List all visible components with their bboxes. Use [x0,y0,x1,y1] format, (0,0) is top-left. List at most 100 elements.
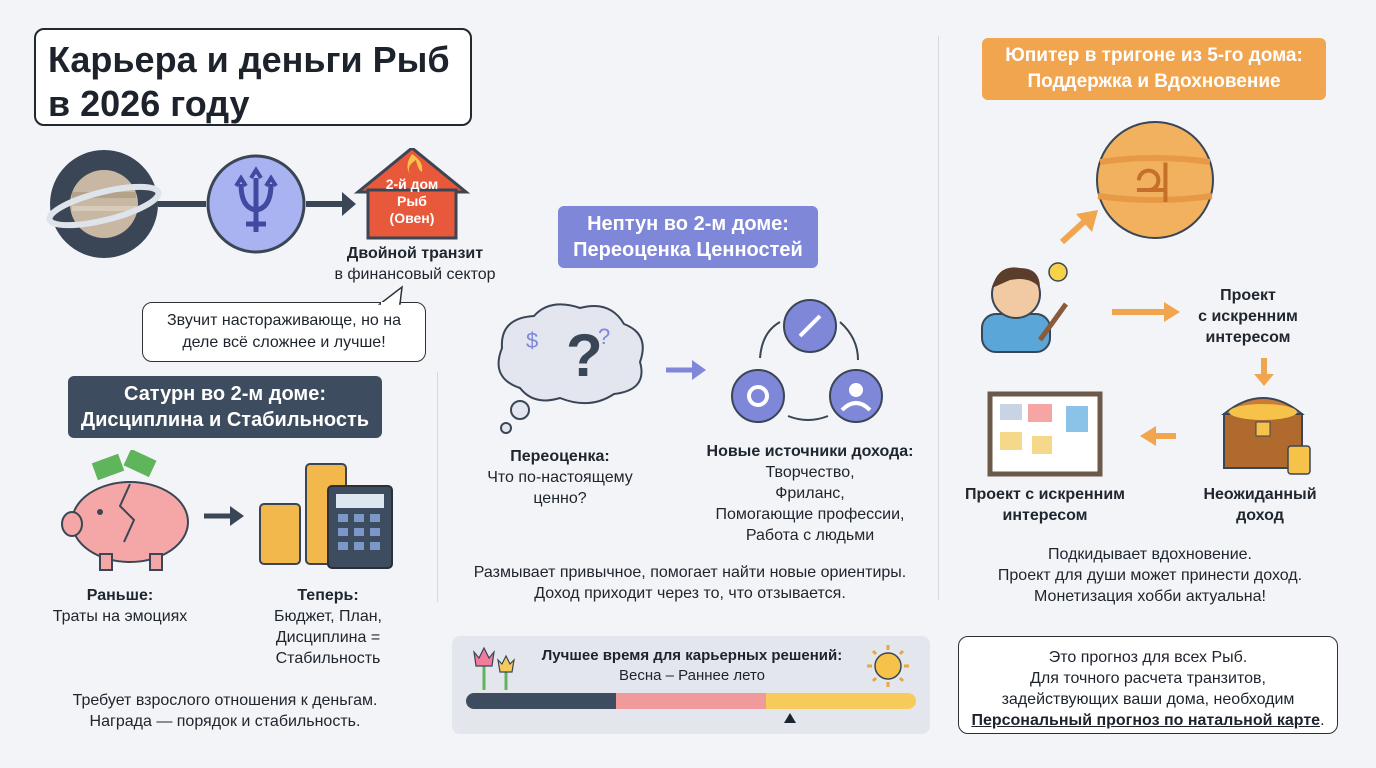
timing-bar-summer [766,693,916,709]
arrow-down-icon [1254,358,1274,386]
saturn-now-line: Бюджет, План, [273,608,382,625]
neptune-sources-title: Новые источники дохода: [706,443,914,460]
piggy-bank-icon [61,450,189,571]
house-label-line: (Овен) [389,210,435,226]
project-board-icon [987,391,1103,477]
divider-left [437,372,438,602]
saturn-now-line: Дисциплина = [275,629,381,646]
timing-bar-spring [616,693,766,709]
svg-text:♃: ♃ [1128,152,1176,215]
neptune-sources: Новые источники дохода: Творчество, Фрил… [690,441,930,546]
neptune-icon [206,154,306,254]
transit-illustration [46,148,471,258]
bubble-line: деле всё сложнее и лучше! [182,334,386,351]
neptune-illustration: ? $ ? [497,299,883,434]
calculator-icon [327,485,393,569]
neptune-summary: Размывает привычное, помогает найти новы… [440,562,940,604]
neptune-source-item: Фриланс, [775,485,845,502]
disclaimer-line: задействующих ваши дома, необходим [1001,691,1295,708]
saturn-now: Теперь: Бюджет, План, Дисциплина = Стаби… [240,585,416,669]
neptune-summary-line: Доход приходит через то, что отзывается. [534,585,846,602]
saturn-illustration [61,450,393,571]
jupiter-heading-line: Поддержка и Вдохновение [1027,71,1281,92]
disclaimer-end: . [1320,712,1325,729]
arrow-left-icon [1140,426,1176,446]
jupiter-project-left-line: интересом [1002,507,1088,524]
jupiter-summary-line: Проект для души может принести доход. [997,567,1303,584]
saturn-heading-line: Дисциплина и Стабильность [80,409,370,431]
neptune-heading-line: Нептун во 2-м доме: [587,213,789,235]
neptune-reeval-line: Что по-настоящему [487,469,633,486]
jupiter-summary: Подкидывает вдохновение. Проект для души… [960,544,1340,607]
jupiter-summary-line: Монетизация хобби актуальна! [1034,588,1266,605]
house-label: 2-й дом Рыб (Овен) [358,176,466,227]
saturn-now-line: Стабильность [275,650,381,667]
natal-forecast-link[interactable]: Персональный прогноз по натальной карте [971,712,1321,729]
timing-value: Весна – Раннее лето [618,667,766,684]
income-cycle-icon [731,299,883,423]
timing-marker [784,713,796,723]
svg-text:?: ? [566,322,603,389]
transit-caption-bold: Двойной транзит [346,245,484,262]
divider-right [938,36,939,600]
jupiter-income-line: Неожиданный [1203,486,1317,503]
transit-caption: Двойной транзит в финансовый сектор [300,243,530,285]
saturn-summary-line: Требует взрослого отношения к деньгам. [72,692,378,709]
transit-caption-text: в финансовый сектор [334,266,496,283]
jupiter-illustration: ♃ [981,121,1311,477]
svg-text:$: $ [526,328,538,353]
arrow-right-icon [666,360,706,380]
neptune-reeval-line: ценно? [533,490,587,507]
treasure-chest-icon [1221,397,1311,475]
saturn-icon [46,150,162,258]
jupiter-summary-line: Подкидывает вдохновение. [1048,546,1252,563]
person-painter-icon [981,262,1069,353]
tulips-icon [473,646,515,690]
saturn-before: Раньше: Траты на эмоциях [30,585,210,627]
speech-bubble: Звучит настораживающе, но на деле всё сл… [142,302,426,362]
sun-icon [867,645,909,687]
bubble-line: Звучит настораживающе, но на [167,312,401,329]
neptune-source-item: Творчество, [765,464,855,481]
house-label-line: 2-й дом [385,176,439,192]
title-line-2: в 2026 году [48,83,250,124]
disclaimer-line: Это прогноз для всех Рыб. [1048,649,1248,666]
arrow-right-icon [1112,302,1180,322]
neptune-heading: Нептун во 2-м доме: Переоценка Ценностей [558,206,818,268]
jupiter-project-right-line: с искренним [1198,308,1298,325]
jupiter-project-right-line: интересом [1205,329,1291,346]
title-line-1: Карьера и деньги Рыб [48,39,450,80]
jupiter-icon: ♃ [1096,121,1214,239]
svg-text:?: ? [598,324,610,349]
jupiter-income: Неожиданный доход [1180,484,1340,526]
disclaimer-line: Для точного расчета транзитов, [1030,670,1266,687]
bubble-tail [378,285,403,305]
saturn-before-title: Раньше: [86,587,154,604]
neptune-reeval-title: Переоценка: [510,448,610,465]
timing-bar-winter [466,693,616,709]
jupiter-project-right-line: Проект [1220,287,1276,304]
arrow-right-icon [204,506,244,526]
disclaimer-box: Это прогноз для всех Рыб. Для точного ра… [958,636,1338,734]
neptune-source-item: Работа с людьми [745,527,875,544]
timing-title: Лучшее время для карьерных решений: [541,647,843,664]
saturn-summary: Требует взрослого отношения к деньгам. Н… [40,690,410,732]
timing-panel [452,636,930,734]
timing-bar [466,693,916,709]
neptune-reeval: Переоценка: Что по-настоящему ценно? [470,446,650,509]
saturn-heading: Сатурн во 2-м доме: Дисциплина и Стабиль… [68,376,382,438]
jupiter-heading: Юпитер в тригоне из 5-го дома: Поддержка… [982,38,1326,100]
jupiter-heading-line: Юпитер в тригоне из 5-го дома: [1005,45,1303,66]
arrow-up-right-icon [1059,210,1098,245]
house-icon [353,148,471,240]
neptune-heading-line: Переоценка Ценностей [573,239,803,261]
saturn-heading-line: Сатурн во 2-м доме: [124,383,326,405]
saturn-before-text: Траты на эмоциях [52,608,188,625]
jupiter-project-right: Проект с искренним интересом [1178,285,1318,348]
saturn-now-title: Теперь: [297,587,359,604]
timing-text: Лучшее время для карьерных решений: Весн… [520,646,864,686]
jupiter-project-left-line: Проект с искренним [965,486,1125,503]
neptune-source-item: Помогающие профессии, [715,506,905,523]
jupiter-income-line: доход [1236,507,1284,524]
neptune-summary-line: Размывает привычное, помогает найти новы… [473,564,907,581]
